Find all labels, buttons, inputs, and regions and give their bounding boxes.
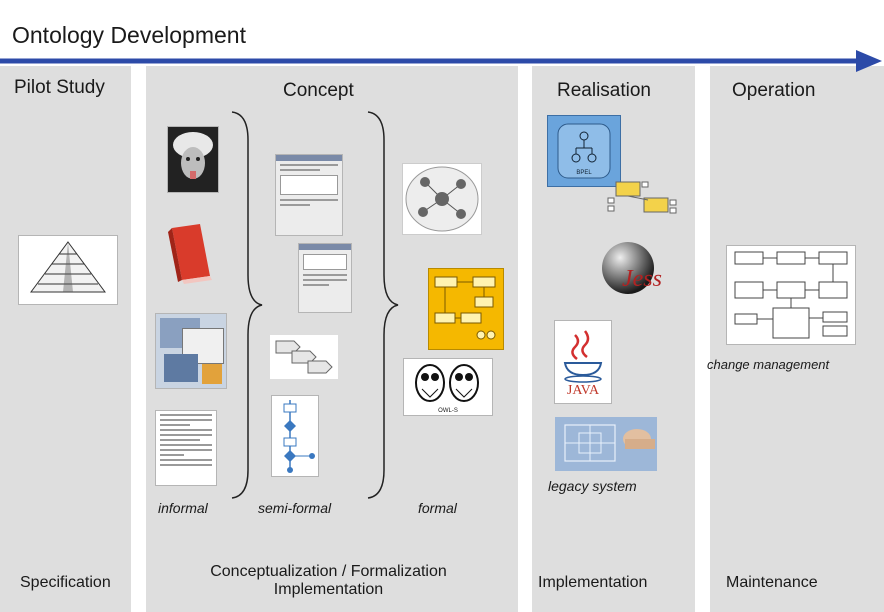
einstein-photo xyxy=(167,126,219,193)
label-conceptualization: Conceptualization / Formalization Implem… xyxy=(186,563,471,599)
label-implementation: Implementation xyxy=(538,574,648,591)
process-flow-image xyxy=(270,335,338,384)
text-document xyxy=(155,410,217,486)
caption-legacy-system: legacy system xyxy=(548,478,637,494)
page-title: Ontology Development xyxy=(12,22,246,48)
java-logo: JAVA xyxy=(554,320,612,404)
caption-change-management: change management xyxy=(707,357,830,372)
level-informal: informal xyxy=(158,500,208,516)
phase-realisation: Realisation xyxy=(557,80,651,101)
screenshots-collage xyxy=(155,313,227,389)
jess-logo: Jess xyxy=(600,238,668,310)
legacy-system-image xyxy=(555,417,657,471)
label-conceptualization-line2: Implementation xyxy=(273,581,384,598)
label-maintenance: Maintenance xyxy=(726,574,818,591)
owl-logo: OWL-S xyxy=(403,358,493,416)
bpel-logo-text: BPEL xyxy=(576,170,592,176)
phase-pilot-study: Pilot Study xyxy=(14,77,105,98)
owl-logo-text: OWL-S xyxy=(438,408,458,414)
flowchart-image xyxy=(271,395,319,477)
book-icon xyxy=(166,222,216,289)
level-semi-formal: semi-formal xyxy=(258,500,332,516)
formal-model-image xyxy=(428,268,504,350)
phase-operation: Operation xyxy=(732,80,816,101)
bpel-process-image xyxy=(606,178,680,231)
label-conceptualization-line1: Conceptualization / Formalization xyxy=(210,563,447,580)
pilot-study-column xyxy=(0,66,131,612)
label-specification: Specification xyxy=(20,574,111,591)
bpel-logo: BPEL xyxy=(547,115,621,187)
jess-logo-text: Jess xyxy=(622,266,662,292)
change-management-diagram xyxy=(726,245,856,345)
phase-concept: Concept xyxy=(283,80,354,101)
timeline-arrow xyxy=(0,50,882,72)
form-dialog-1 xyxy=(275,154,343,236)
level-formal: formal xyxy=(418,500,457,516)
brace-semi-formal xyxy=(367,111,399,499)
form-dialog-2 xyxy=(298,243,352,313)
ontology-graph-image xyxy=(402,163,482,235)
java-logo-text: JAVA xyxy=(566,383,600,398)
pyramid-image xyxy=(18,235,118,305)
brace-informal xyxy=(231,111,263,499)
